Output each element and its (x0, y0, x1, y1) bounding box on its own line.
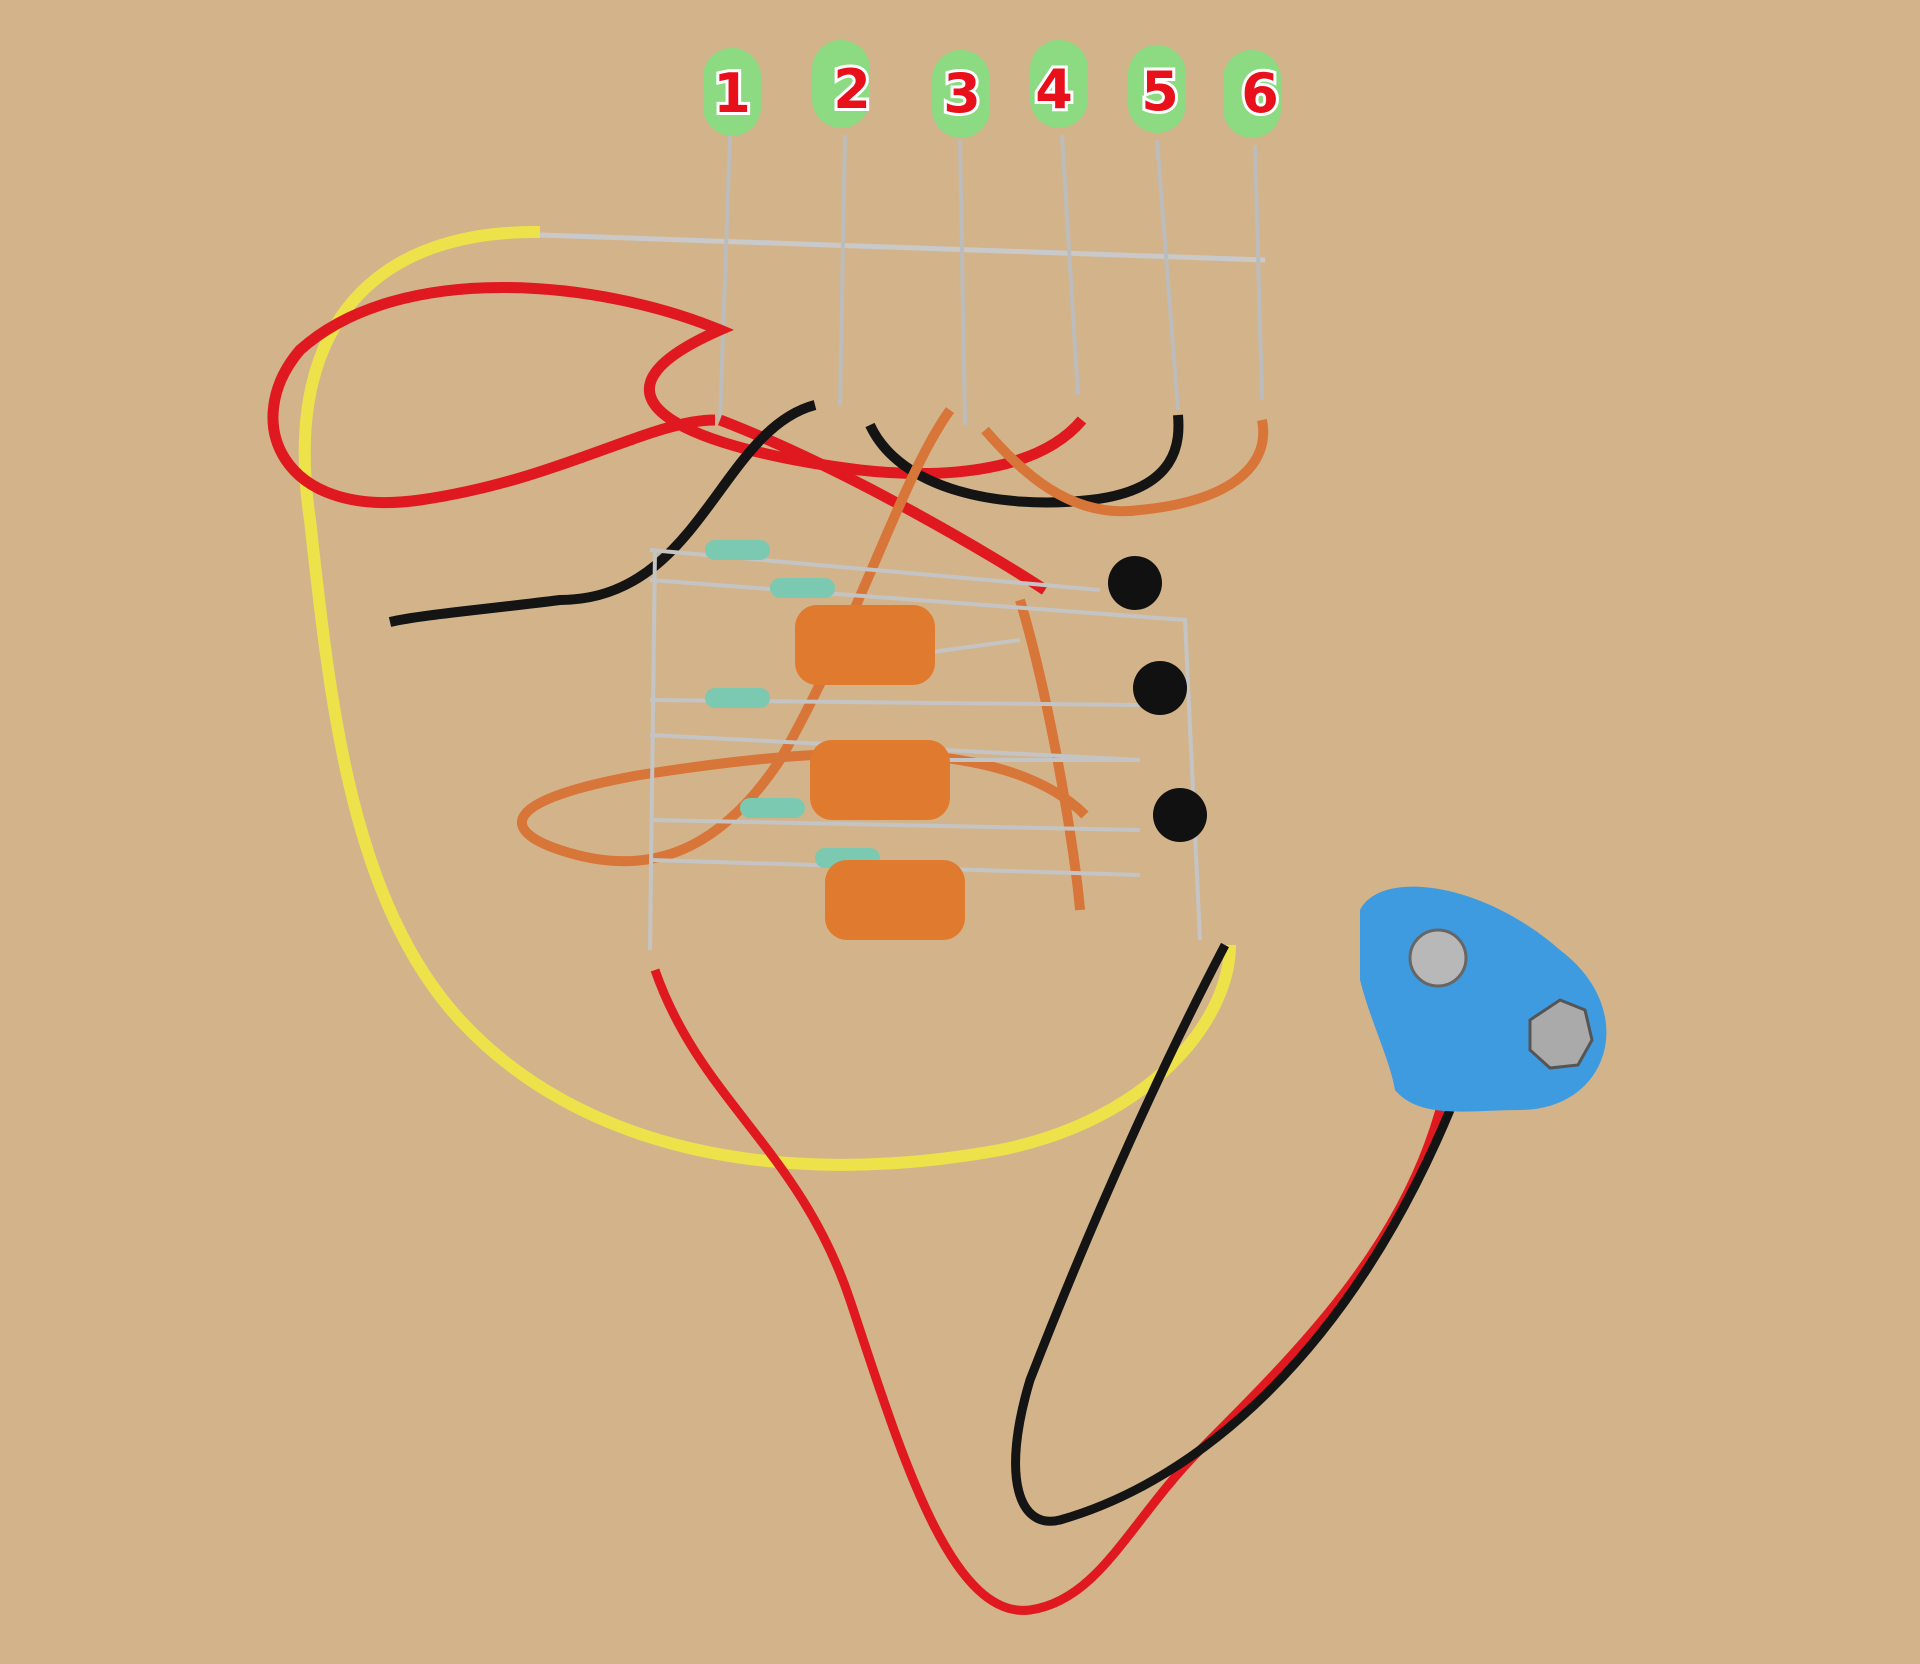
led-5-label: 5 (1141, 60, 1179, 123)
led-5: 5 (1128, 45, 1186, 133)
red-wire-to-transistor (718, 414, 1049, 595)
led-row: 1 2 3 4 5 6 (703, 40, 1282, 138)
led-4-label: 4 (1035, 58, 1073, 121)
transistors (1108, 556, 1207, 842)
battery-clip (1360, 886, 1607, 1112)
yellow-wire (298, 225, 1236, 1171)
led-3: 3 (932, 50, 990, 138)
battery-snap-female (1528, 998, 1594, 1070)
led-4: 4 (1030, 40, 1088, 128)
common-bus-wire (539, 232, 1266, 263)
red-power-wire (650, 968, 1445, 1615)
led-1: 1 (703, 48, 761, 136)
led-6: 6 (1223, 50, 1282, 138)
led-6-label: 6 (1241, 62, 1279, 125)
black-power-wire (1011, 942, 1455, 1526)
led-3-label: 3 (943, 62, 981, 125)
orange-wire-led6 (981, 419, 1269, 517)
orange-wire-vertical (1015, 598, 1085, 911)
red-wire-led1 (267, 282, 1087, 509)
led-1-label: 1 (713, 62, 751, 125)
led-legs (718, 134, 1264, 426)
led-2-label: 2 (833, 58, 871, 121)
led-2: 2 (812, 40, 874, 128)
electrolytic-capacitors (795, 605, 965, 940)
battery-snap-male (1408, 928, 1468, 988)
